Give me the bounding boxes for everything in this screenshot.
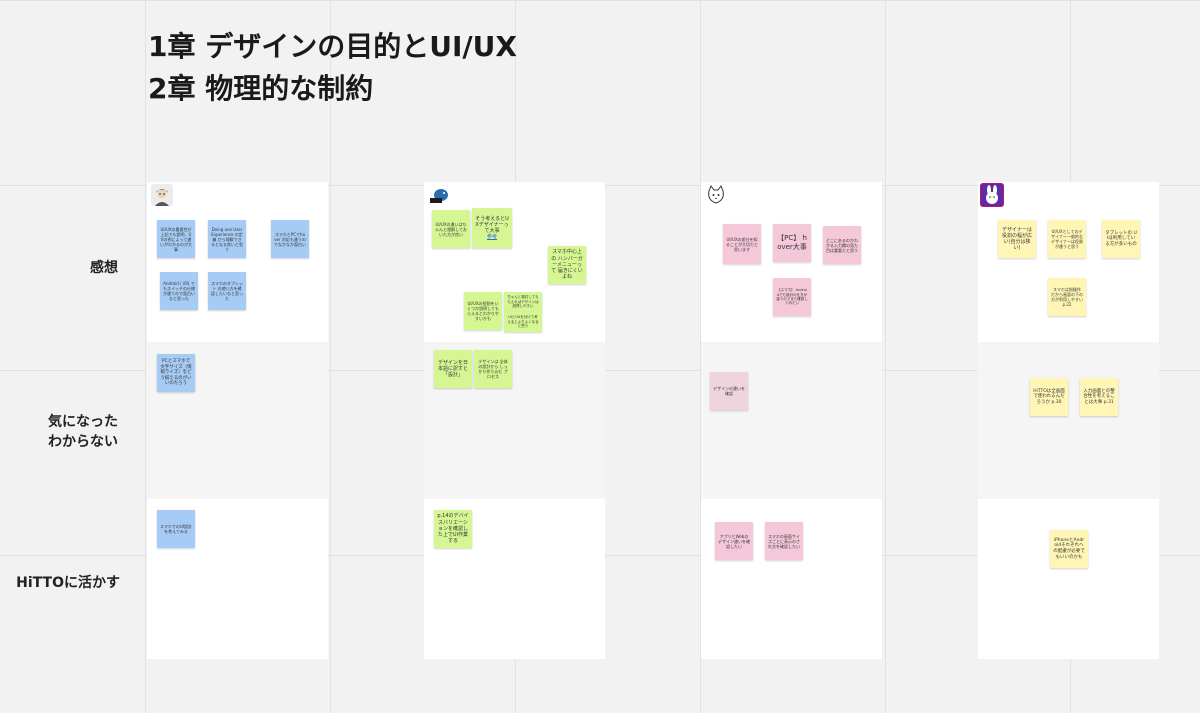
member-frame-1[interactable]: UI/UXの重要性が上記でも説明、UXの例によって違いがわかるのが大事 Doin… xyxy=(147,182,328,659)
sticky-note[interactable]: HiTTOは全画面で使われるんだろうか p.30 xyxy=(1030,378,1068,416)
sticky-note[interactable]: スマホは指操作 だから画面の下の方が利用しやすい p.22 xyxy=(1048,278,1086,316)
sticky-note[interactable]: そう考えるとUXデザイナーって大事 参考 xyxy=(472,208,512,248)
sticky-note[interactable]: UIとUXを分けて考えるとよりよくなると思う xyxy=(504,312,542,332)
sticky-note[interactable]: UI/UXとしてのデザイナー一般的なデザイナーは役割が違うと思う xyxy=(1048,220,1086,258)
sticky-note[interactable]: デザインを日本語に訳すと「設計」 xyxy=(434,350,472,388)
sticky-note[interactable]: UI/UXの重要性が上記でも説明、UXの例によって違いがわかるのが大事 xyxy=(157,220,195,258)
sticky-note[interactable]: iPhoneとAndroidそれぞれへの配慮が必要でもいいのかも xyxy=(1050,530,1088,568)
sticky-note[interactable]: UI/UXの役割をいくつか説明してもらえるとわかりやすいかも xyxy=(464,292,502,330)
sticky-note[interactable]: タブレットの UIは利用している方が多いもの xyxy=(1102,220,1140,258)
member-frame-2[interactable]: UI/UXの違いはちゃんと理解しておいた方が良い そう考えるとUXデザイナーって… xyxy=(424,182,605,659)
row-label-kininatta-1: 気になった xyxy=(48,414,118,430)
sticky-note[interactable]: どこにあるのかわかる入力欄の見た目は重要だと思う xyxy=(823,226,861,264)
sticky-note[interactable]: 【PC】 hover大事 xyxy=(773,224,811,262)
cat-avatar-icon[interactable] xyxy=(705,184,727,206)
page-title-chapter-1: 1章 デザインの目的とUI/UX xyxy=(148,30,517,63)
kininatta-band xyxy=(701,342,882,499)
row-label-kansou: 感想 xyxy=(90,260,118,276)
member-frame-3[interactable]: UI/UXの差分を知ることが大切だと思います 【PC】 hover大事 どこにあ… xyxy=(701,182,882,659)
sticky-note[interactable]: スマホとPCでhover 対応も違うのでなかなか面白い xyxy=(271,220,309,258)
sticky-note[interactable]: UI/UXの差分を知ることが大切だと思います xyxy=(723,224,761,264)
sticky-note[interactable]: 入力画面との整合性を考えることは大事 p.31 xyxy=(1080,378,1118,416)
sticky-note[interactable]: Android / iOS でもスイッチの仕様が違うので面白いなと思った xyxy=(160,272,198,310)
kininatta-band xyxy=(978,342,1159,499)
sticky-note[interactable]: デザインの違いを確認 xyxy=(710,372,748,410)
row-label-hitto: HiTTOに活かす xyxy=(16,575,120,591)
sticky-note[interactable]: 【スマホ】 Androidでも設計の仕方が違うのでまた確認してみたい xyxy=(773,278,811,316)
sticky-note[interactable]: PCとスマホで文字サイズ（情報ライズ）をどう揃えるのがいいのだろう xyxy=(157,354,195,392)
person-avatar-icon[interactable] xyxy=(151,184,173,206)
sticky-note[interactable]: Doing one User Experience の定義 から理解できるとなる… xyxy=(208,220,246,258)
rabbit-avatar-icon[interactable] xyxy=(980,183,1004,207)
sticky-note[interactable]: ちゃんと検討してもらえればデザインは説得しやすい xyxy=(504,292,542,312)
page-title-chapter-2: 2章 物理的な制約 xyxy=(148,72,374,105)
sticky-note[interactable]: アプリとWebのデザイン違いを確認したい xyxy=(715,522,753,560)
sticky-note[interactable]: スマホの画面サイズごとに表示のされ方を確認したい xyxy=(765,522,803,560)
sticky-note[interactable]: p.14のデバイスバリエーションを確認した上でUI作業する xyxy=(434,510,472,548)
sticky-note[interactable]: スマホ中心上の ハンバーガーメニューって 届きにくいよね xyxy=(548,246,586,284)
sticky-note[interactable]: UI/UXの違いはちゃんと理解しておいた方が良い xyxy=(432,210,470,248)
sticky-note-text: そう考えるとUXデザイナーって大事 xyxy=(475,215,509,235)
row-label-kininatta-2: わからない xyxy=(48,434,118,450)
sticky-note[interactable]: デザインは 全体の設計から しっかり作り込む プロセス xyxy=(474,350,512,388)
bird-avatar-icon[interactable] xyxy=(428,184,450,206)
sticky-note[interactable]: デザイナーは役割の幅が広い(自分は狭い) xyxy=(998,220,1036,258)
sticky-note[interactable]: スマホでのUI設計を考えてみる xyxy=(157,510,195,548)
member-frame-4[interactable]: デザイナーは役割の幅が広い(自分は狭い) UI/UXとしてのデザイナー一般的なデ… xyxy=(978,182,1159,659)
sticky-note[interactable]: スマホのタブレット の使い方を確認したいなと思った xyxy=(208,272,246,310)
reference-link[interactable]: 参考 xyxy=(486,234,497,241)
